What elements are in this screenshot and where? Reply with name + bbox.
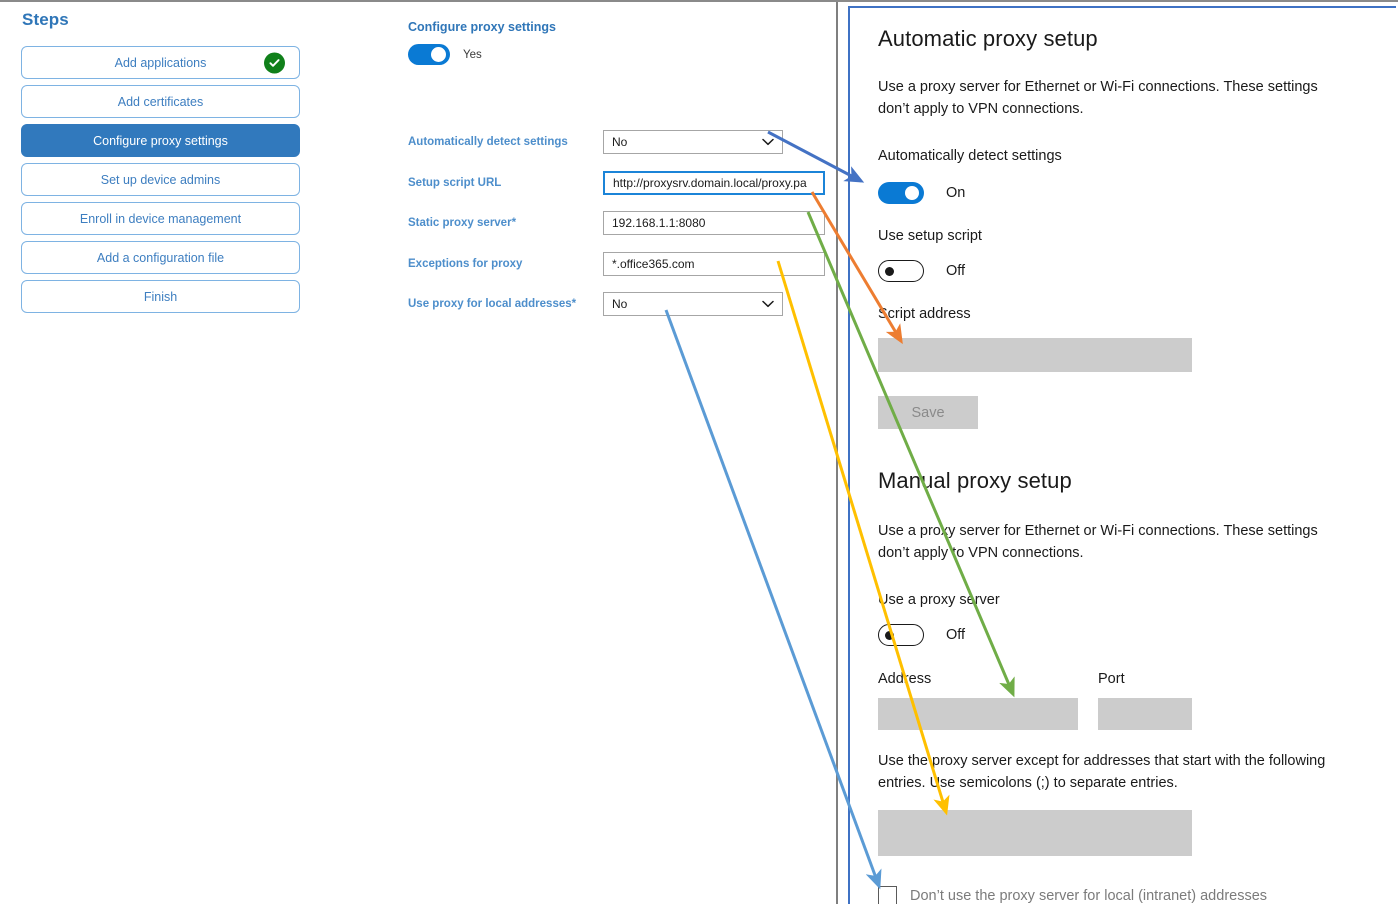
automatically-detect-settings-select[interactable]: No: [603, 130, 783, 154]
field-label: Automatically detect settings: [408, 136, 568, 148]
script-address-label: Script address: [878, 306, 971, 322]
configure-proxy-toggle-value: Yes: [463, 48, 482, 61]
port-label: Port: [1098, 671, 1125, 687]
use-proxy-for-local-addresses-select[interactable]: No: [603, 292, 783, 316]
chevron-down-icon: [762, 298, 774, 310]
use-setup-script-label: Use setup script: [878, 228, 982, 244]
input-value: http://proxysrv.domain.local/proxy.pa: [613, 176, 807, 190]
field-label: Static proxy server*: [408, 217, 517, 229]
step-label: Enroll in device management: [79, 211, 242, 226]
exceptions-description: Use the proxy server except for addresse…: [878, 753, 1326, 791]
field-label: Exceptions for proxy: [408, 258, 523, 270]
steps-list: Add applications Add certificates Config…: [21, 46, 300, 319]
field-label: Setup script URL: [408, 177, 502, 189]
chevron-down-icon: [762, 136, 774, 148]
exceptions-for-proxy-input[interactable]: *.office365.com: [603, 252, 825, 276]
sidebar-item-add-applications[interactable]: Add applications: [21, 46, 300, 79]
configure-proxy-toggle[interactable]: [408, 44, 450, 65]
setup-script-url-input[interactable]: http://proxysrv.domain.local/proxy.pa: [603, 171, 825, 195]
vertical-divider: [836, 2, 838, 904]
use-setup-script-state: Off: [946, 263, 966, 279]
top-divider: [0, 0, 1398, 2]
sidebar-item-add-a-configuration-file[interactable]: Add a configuration file: [21, 241, 300, 274]
step-label: Add certificates: [117, 94, 204, 109]
manual-proxy-setup-description: Use a proxy server for Ethernet or Wi-Fi…: [878, 523, 1318, 561]
automatically-detect-settings-label: Automatically detect settings: [878, 148, 1062, 164]
static-proxy-server-input[interactable]: 192.168.1.1:8080: [603, 211, 825, 235]
script-address-input[interactable]: [878, 338, 1192, 372]
windows-proxy-settings-panel: Automatic proxy setup Use a proxy server…: [848, 6, 1396, 904]
sidebar-item-set-up-device-admins[interactable]: Set up device admins: [21, 163, 300, 196]
input-value: *.office365.com: [612, 257, 695, 271]
configure-proxy-toggle-row: Yes: [408, 44, 482, 65]
use-a-proxy-server-label: Use a proxy server: [878, 592, 1000, 608]
page-title: Steps: [22, 10, 69, 29]
step-label: Configure proxy settings: [93, 133, 228, 148]
step-label: Add applications: [114, 55, 207, 70]
automatic-proxy-setup-description: Use a proxy server for Ethernet or Wi-Fi…: [878, 79, 1318, 117]
step-label: Set up device admins: [100, 172, 221, 187]
use-setup-script-toggle-row: Off: [878, 260, 965, 282]
select-value: No: [612, 135, 628, 149]
use-a-proxy-server-toggle-row: Off: [878, 624, 965, 646]
field-label: Use proxy for local addresses*: [408, 298, 577, 310]
sidebar-item-finish[interactable]: Finish: [21, 280, 300, 313]
use-a-proxy-server-state: Off: [946, 627, 966, 643]
sidebar-item-configure-proxy-settings[interactable]: Configure proxy settings: [21, 124, 300, 157]
use-a-proxy-server-toggle[interactable]: [878, 624, 924, 646]
address-label: Address: [878, 671, 932, 687]
sidebar-item-add-certificates[interactable]: Add certificates: [21, 85, 300, 118]
input-value: 192.168.1.1:8080: [612, 216, 706, 230]
sidebar-item-enroll-in-device-management[interactable]: Enroll in device management: [21, 202, 300, 235]
use-setup-script-toggle[interactable]: [878, 260, 924, 282]
automatically-detect-settings-toggle-row: On: [878, 182, 965, 204]
exceptions-input[interactable]: [878, 810, 1192, 856]
port-input[interactable]: [1098, 698, 1192, 730]
automatically-detect-settings-state: On: [946, 185, 966, 201]
select-value: No: [612, 297, 628, 311]
manual-proxy-setup-heading: Manual proxy setup: [878, 468, 1072, 493]
step-label: Finish: [143, 289, 178, 304]
bypass-local-addresses-row: Don’t use the proxy server for local (in…: [878, 886, 1267, 904]
address-input[interactable]: [878, 698, 1078, 730]
save-button[interactable]: Save: [878, 396, 978, 429]
bypass-local-addresses-label: Don’t use the proxy server for local (in…: [910, 887, 1268, 904]
check-circle-icon: [264, 52, 285, 73]
bypass-local-addresses-checkbox[interactable]: [878, 886, 897, 904]
form-heading: Configure proxy settings: [408, 20, 556, 34]
step-label: Add a configuration file: [96, 250, 225, 265]
automatic-proxy-setup-heading: Automatic proxy setup: [878, 26, 1098, 51]
automatically-detect-settings-toggle[interactable]: [878, 182, 924, 204]
